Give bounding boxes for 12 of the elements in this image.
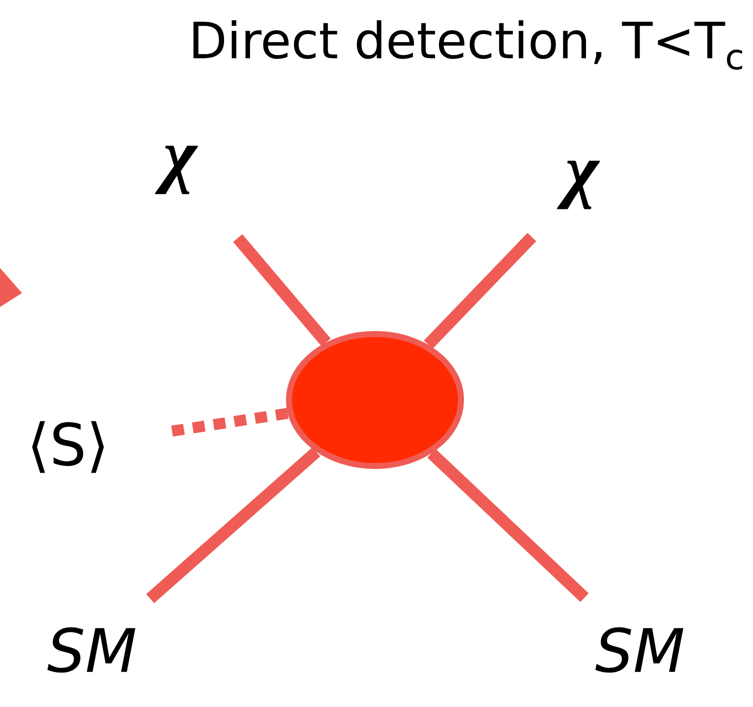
particle-line xyxy=(233,234,331,346)
particle-label: χ xyxy=(556,160,600,210)
field-label: ⟨S⟩ xyxy=(32,421,104,473)
particle-label: SM xyxy=(595,627,684,673)
particle-line xyxy=(427,448,589,602)
particle-label: SM xyxy=(47,627,136,673)
title: Direct detection, T<T$_{c}$ xyxy=(193,20,742,70)
particle-line xyxy=(146,447,320,604)
particle-line xyxy=(424,232,536,349)
dashed-line xyxy=(170,408,289,437)
blob xyxy=(286,331,464,469)
particle-label: χ xyxy=(154,146,198,194)
